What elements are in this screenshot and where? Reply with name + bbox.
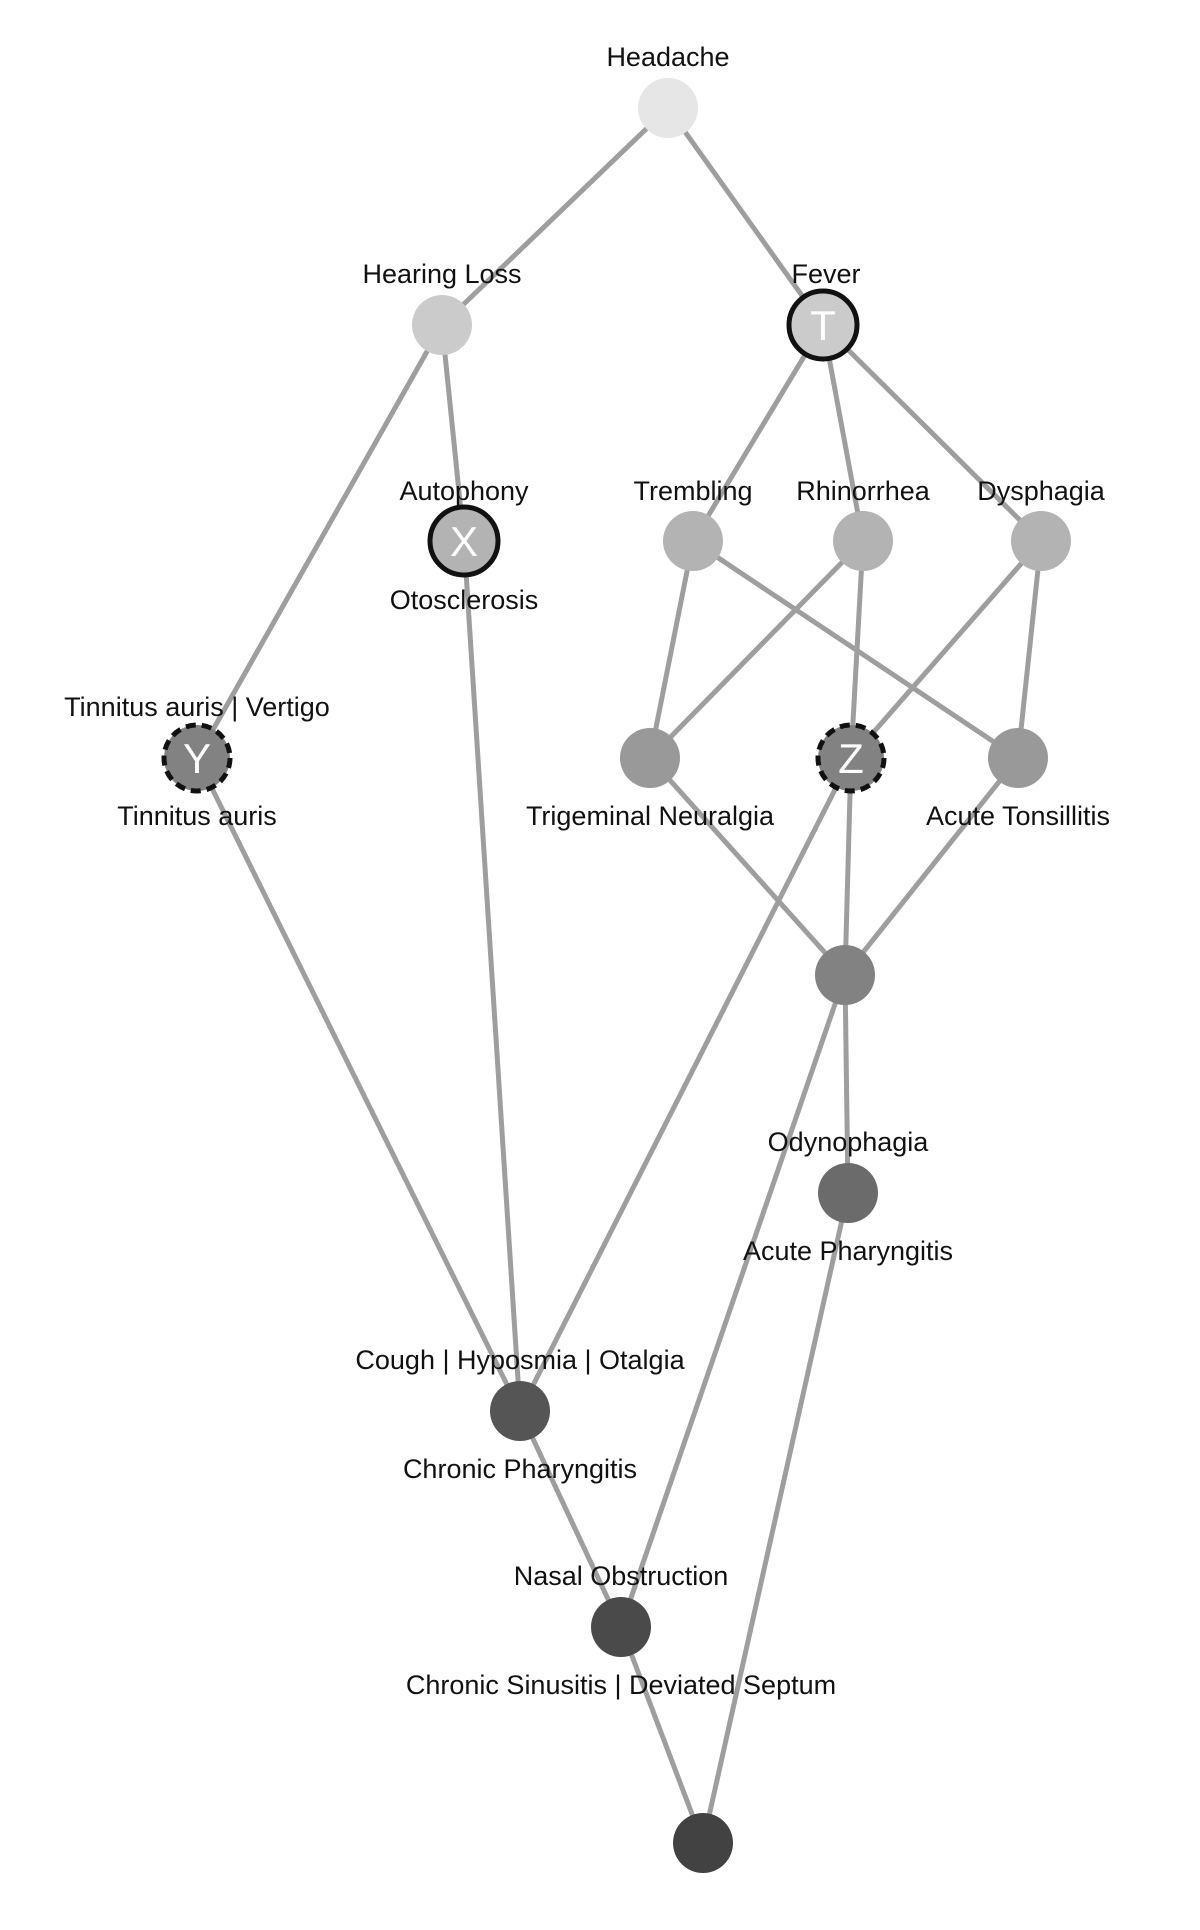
mark-tinnitus: Y	[183, 735, 211, 782]
node-trigeminal-neuralgia	[620, 728, 680, 788]
node-dysphagia	[1011, 511, 1071, 571]
edge-trigeminal-junction	[648, 756, 847, 977]
label-bottom-odynophagia: Acute Pharyngitis	[743, 1236, 953, 1266]
edge-odynophagia-bottom	[700, 1192, 851, 1844]
edge-tinnitus-chronic-pharyngitis	[194, 756, 523, 1413]
label-bottom-autophony: Otosclerosis	[390, 585, 539, 615]
edge-fever-dysphagia	[821, 323, 1043, 543]
label-bottom-nasal: Chronic Sinusitis | Deviated Septum	[406, 1670, 836, 1700]
lattice-edges	[194, 106, 1044, 1844]
label-bottom-tinnitus: Tinnitus auris	[117, 801, 277, 831]
label-top-autophony: Autophony	[399, 476, 529, 506]
mark-z: Z	[838, 735, 864, 782]
node-autophony	[427, 504, 501, 578]
node-z	[815, 722, 887, 794]
edge-dysphagia-tonsillitis	[1015, 540, 1044, 759]
node-bottom	[673, 1813, 733, 1873]
label-top-tinnitus: Tinnitus auris | Vertigo	[64, 692, 330, 722]
edge-trembling-trigeminal	[647, 540, 696, 759]
label-bottom-tonsillitis: Acute Tonsillitis	[926, 801, 1110, 831]
label-top-hearing-loss: Hearing Loss	[362, 259, 521, 289]
node-rhinorrhea	[833, 511, 893, 571]
node-nasal-obstruction	[591, 1597, 651, 1657]
label-top-odynophagia: Odynophagia	[768, 1127, 930, 1157]
node-headache	[638, 78, 698, 138]
node-odynophagia	[818, 1163, 878, 1223]
edge-z-chronic-pharyngitis	[517, 756, 854, 1413]
edge-rhinorrhea-trigeminal	[648, 539, 865, 760]
node-acute-tonsillitis	[988, 728, 1048, 788]
lattice-nodes	[161, 78, 1071, 1873]
edge-fever-rhinorrhea	[820, 324, 866, 542]
edge-autophony-chronic-pharyngitis	[461, 540, 523, 1412]
mark-fever: T	[810, 302, 836, 349]
edge-headache-hearing-loss	[440, 106, 670, 327]
label-top-chronic-pharyngitis: Cough | Hyposmia | Otalgia	[355, 1345, 685, 1375]
label-top-fever: Fever	[791, 259, 860, 289]
edge-nasal-bottom	[618, 1626, 706, 1844]
edge-dysphagia-z	[849, 539, 1043, 760]
node-junction	[815, 945, 875, 1005]
edge-z-junction	[842, 757, 854, 976]
label-top-headache: Headache	[606, 42, 729, 72]
edge-headache-fever	[665, 106, 826, 327]
edge-rhinorrhea-z	[848, 540, 866, 759]
mark-autophony: X	[450, 518, 478, 565]
edge-chronic-pharyngitis-nasal	[517, 1409, 624, 1629]
node-trembling	[663, 511, 723, 571]
edge-junction-odynophagia	[842, 974, 851, 1194]
label-top-dysphagia: Dysphagia	[977, 476, 1106, 506]
edge-hearing-loss-tinnitus	[194, 323, 445, 760]
edge-tonsillitis-junction	[843, 756, 1020, 977]
node-fever	[786, 288, 860, 362]
node-marks: T X Y Z	[183, 302, 864, 782]
node-chronic-pharyngitis	[490, 1381, 550, 1441]
edge-junction-nasal	[618, 974, 848, 1628]
label-top-rhinorrhea: Rhinorrhea	[796, 476, 931, 506]
label-top-trembling: Trembling	[633, 476, 752, 506]
edge-fever-trembling	[690, 323, 826, 543]
node-hearing-loss	[412, 295, 472, 355]
label-top-nasal: Nasal Obstruction	[514, 1561, 729, 1591]
node-tinnitus	[161, 722, 233, 794]
node-labels: Headache Hearing Loss Fever Autophony Ot…	[64, 42, 1110, 1700]
label-bottom-trigeminal: Trigeminal Neuralgia	[526, 801, 775, 831]
label-bottom-chronic-pharyngitis: Chronic Pharyngitis	[403, 1454, 637, 1484]
